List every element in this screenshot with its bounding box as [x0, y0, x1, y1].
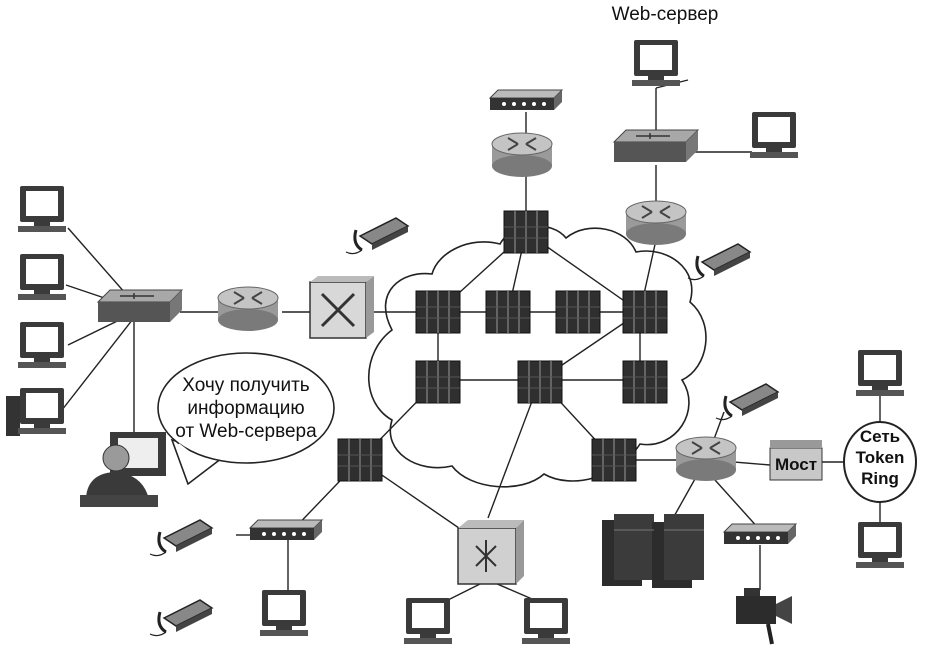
bubble-text-line2: информацию — [187, 398, 304, 419]
hub-icon — [249, 519, 323, 541]
pc-icon — [856, 522, 904, 568]
token-ring-label-line2: Token — [856, 448, 905, 467]
token-ring-label-line3: Ring — [861, 469, 899, 488]
router-icon — [491, 132, 553, 178]
backbone-switch-icon — [415, 360, 461, 404]
backbone-switch-icon — [337, 438, 383, 482]
pc-icon — [856, 350, 904, 396]
backbone-cloud — [367, 225, 707, 488]
router-icon — [217, 286, 279, 332]
telephone-icon — [686, 242, 752, 282]
atm-switch-icon — [309, 276, 374, 339]
telephone-icon — [714, 382, 780, 422]
telephone-icon — [344, 216, 410, 256]
token-ring-label-line1: Сеть — [860, 427, 900, 446]
hub-icon — [489, 89, 563, 111]
multilayer-switch-icon — [457, 520, 524, 585]
telephone-icon — [148, 598, 214, 638]
token-ring-network: Сеть Token Ring — [843, 421, 917, 503]
backbone-switch-icon — [555, 290, 601, 334]
bridge-icon: Мост — [769, 440, 823, 481]
backbone-switch-icon — [622, 360, 668, 404]
pc-icon — [404, 598, 452, 644]
bubble-text-line1: Хочу получить — [182, 375, 310, 396]
pc-icon — [18, 254, 66, 300]
video-camera-icon — [736, 588, 792, 645]
backbone-switch-icon — [485, 290, 531, 334]
bubble-text-line3: от Web-сервера — [175, 421, 317, 442]
workgroup-switch-icon — [97, 289, 183, 323]
pc-tower-icon — [6, 388, 66, 436]
user-workstation-icon — [80, 432, 166, 507]
backbone-switch-icon — [622, 290, 668, 334]
pc-icon — [260, 590, 308, 636]
workgroup-switch-icon — [613, 129, 699, 163]
web-server-pc-icon — [632, 40, 680, 86]
telephone-icon — [148, 518, 214, 558]
bridge-label: Мост — [775, 455, 817, 474]
pc-icon — [522, 598, 570, 644]
backbone-switch-icon — [591, 438, 637, 482]
pc-icon — [750, 112, 798, 158]
web-server-label: Web-сервер — [612, 4, 719, 25]
router-icon — [625, 200, 687, 246]
speech-bubble: Хочу получить информацию от Web-сервера — [157, 352, 335, 486]
pc-icon — [18, 186, 66, 232]
hub-icon — [723, 523, 797, 545]
pc-icon — [18, 322, 66, 368]
backbone-switch-icon — [517, 360, 563, 404]
backbone-switch-icon — [415, 290, 461, 334]
router-icon — [675, 436, 737, 482]
server-rack-icon — [602, 514, 704, 588]
backbone-switch-icon — [503, 210, 549, 254]
